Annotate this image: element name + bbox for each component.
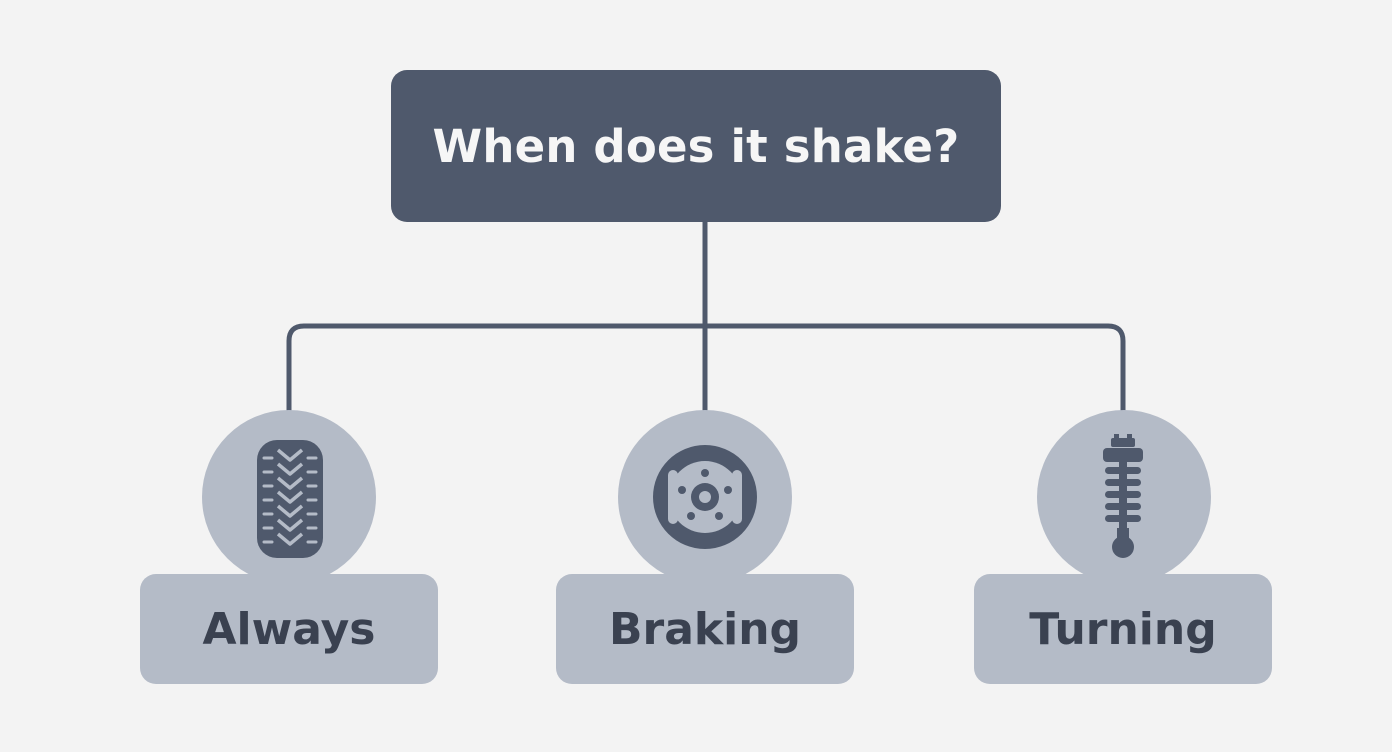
root-question-box: When does it shake? [391, 70, 1001, 222]
always-node: Always [140, 574, 438, 684]
turning-icon-circle [1037, 410, 1211, 584]
braking-icon-circle [618, 410, 792, 584]
turning-node: Turning [974, 574, 1272, 684]
turning-label: Turning [1029, 603, 1217, 655]
always-label: Always [202, 603, 376, 655]
tire-icon [257, 440, 323, 558]
brake-disc-icon [653, 445, 757, 549]
braking-node: Braking [556, 574, 854, 684]
connector-branch-always [286, 323, 708, 413]
shock-absorber-icon [1103, 434, 1143, 558]
root-question-label: When does it shake? [432, 119, 960, 173]
braking-label: Braking [608, 603, 802, 655]
connector-branch-turning [702, 323, 1126, 413]
always-icon-circle [202, 410, 376, 584]
